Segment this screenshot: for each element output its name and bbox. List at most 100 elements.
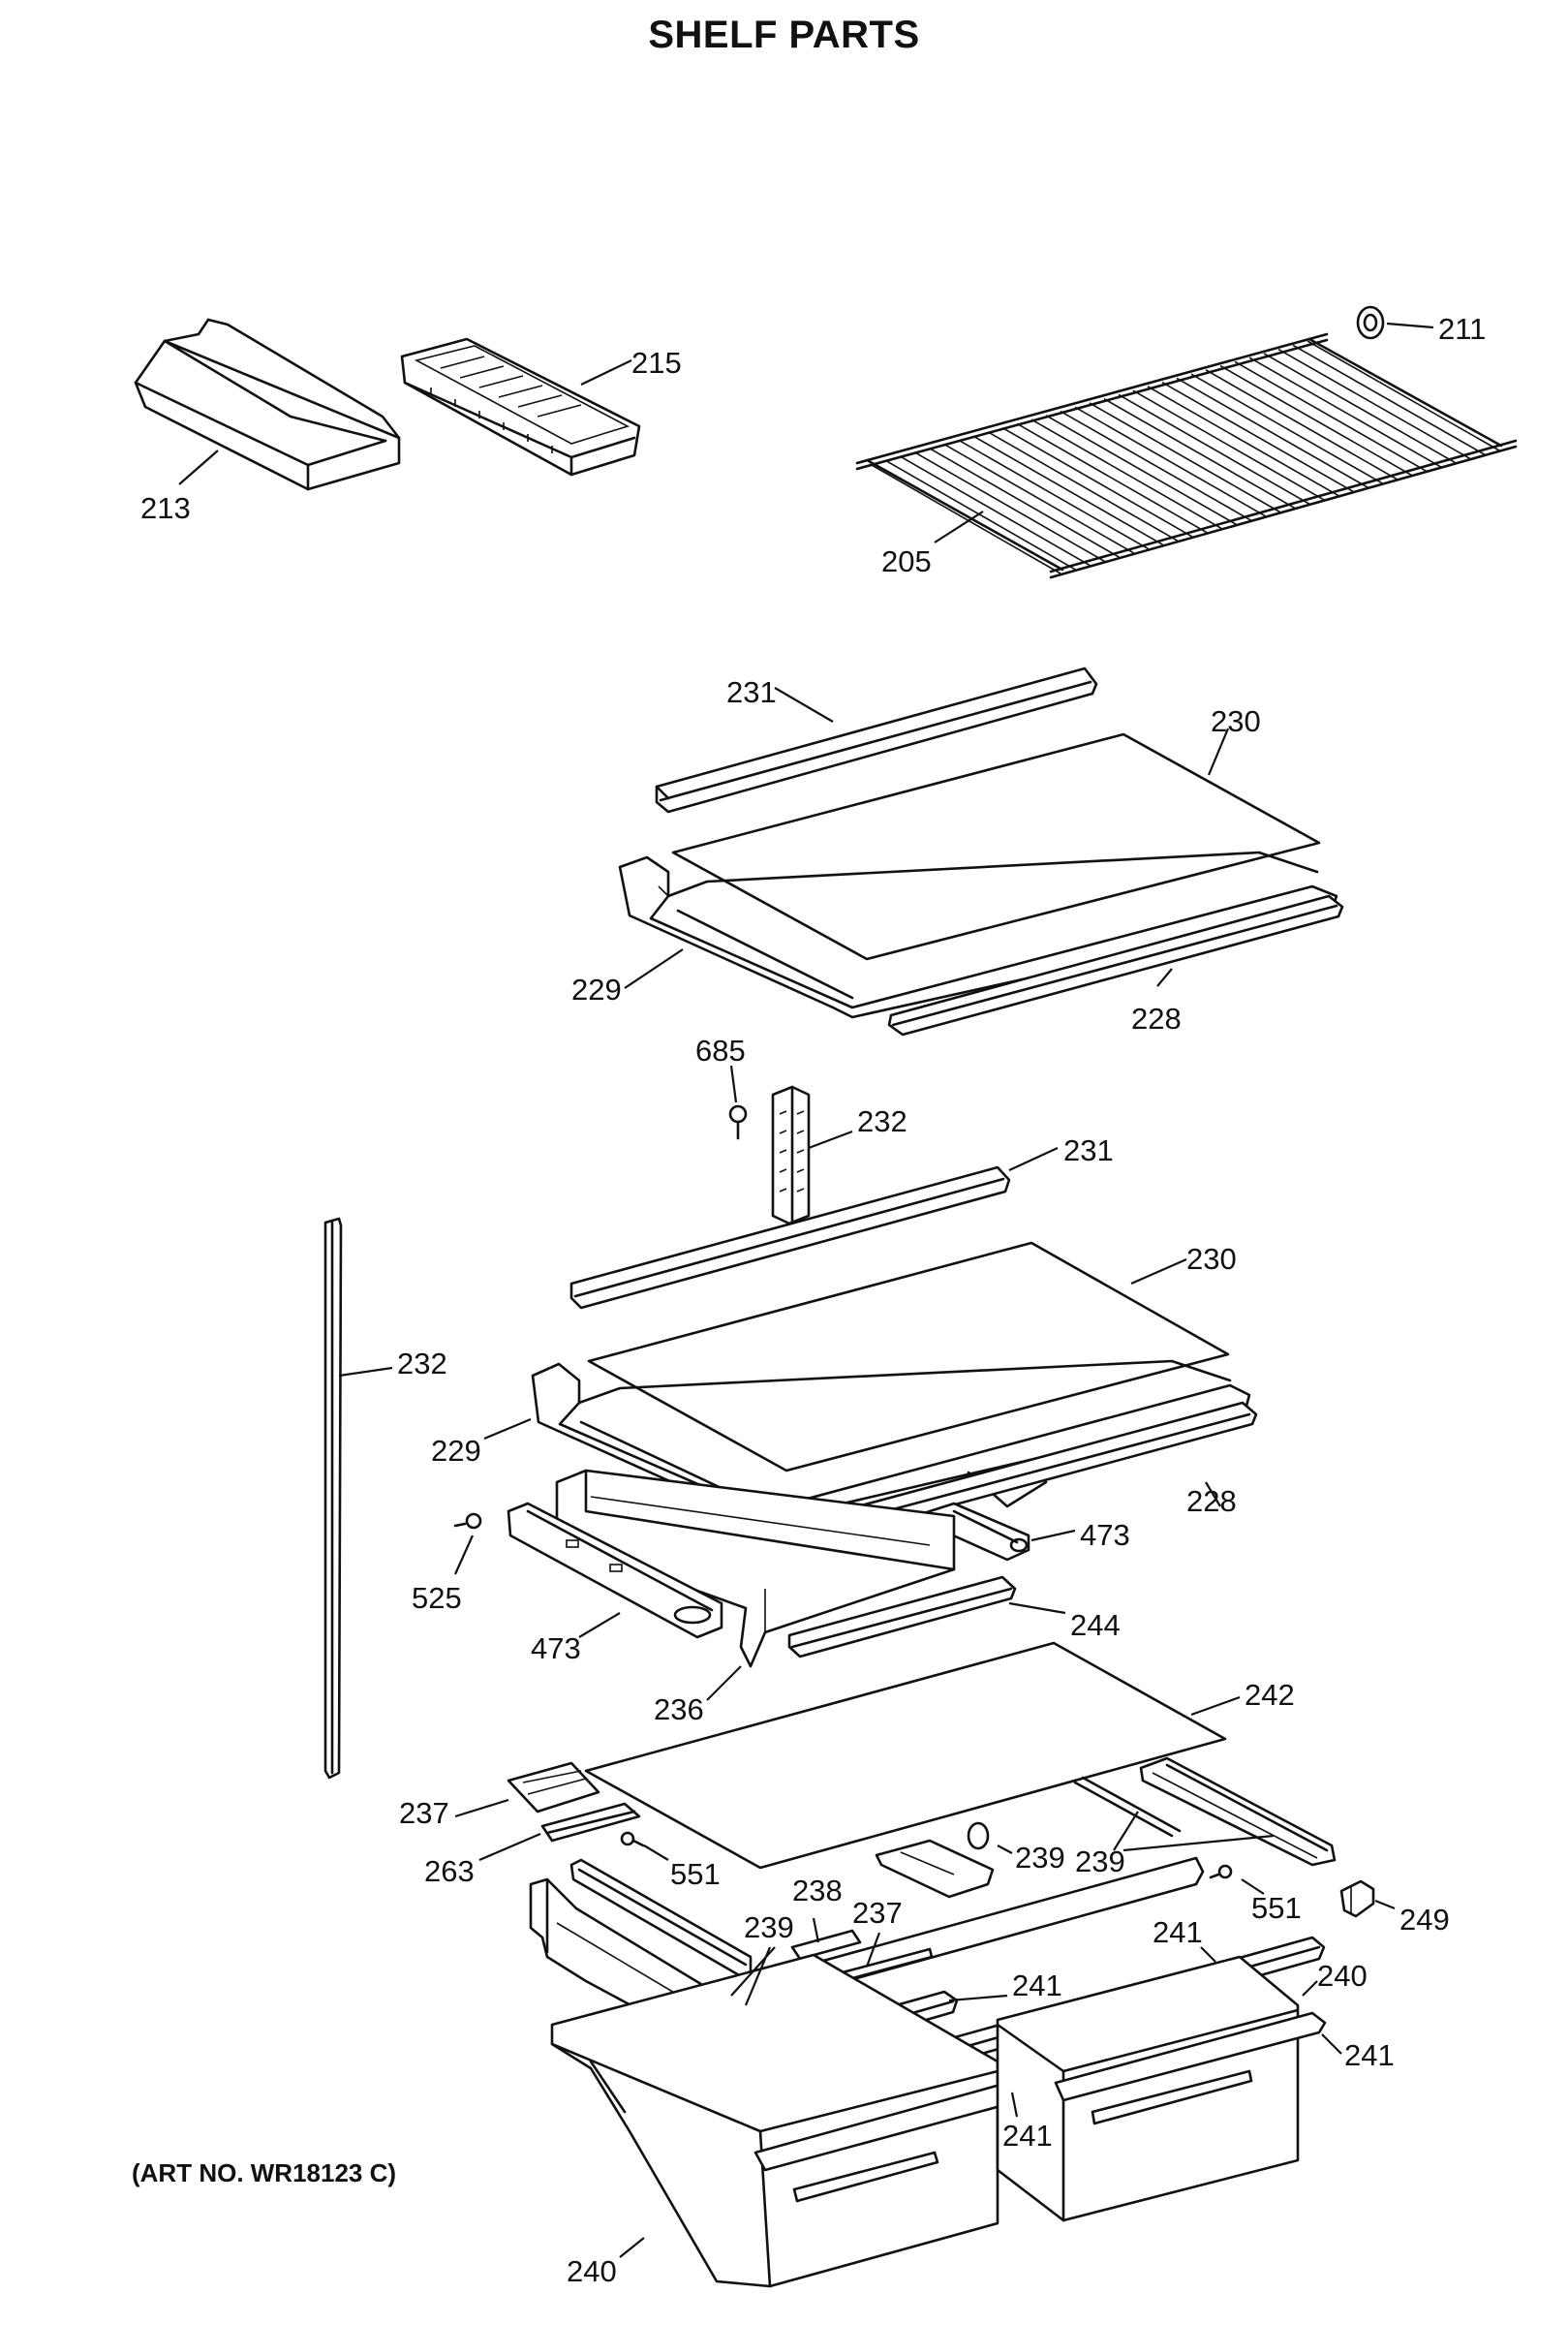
callout-229-middle: 229 <box>431 1434 481 1468</box>
shelf-wire <box>1001 426 1193 538</box>
part-239-center-rail <box>1073 1776 1182 1838</box>
part-230-middle-glass <box>587 1241 1230 1472</box>
part-263-channel <box>540 1802 641 1843</box>
art-number: (ART NO. WR18123 C) <box>132 2158 397 2187</box>
page-title: SHELF PARTS <box>648 14 920 56</box>
callout-232-long: 232 <box>397 1347 447 1380</box>
part-551-left-screw <box>620 1831 645 1847</box>
shelf-wire <box>929 448 1120 558</box>
part-244-rail <box>787 1575 1017 1658</box>
shelf-wire <box>1016 422 1208 534</box>
shelf-wire <box>1147 386 1339 497</box>
shelf-wire <box>885 460 1076 571</box>
callout-241-middle: 241 <box>1012 1968 1062 2002</box>
part-230-upper-glass <box>671 732 1321 961</box>
part-211-nut <box>1356 305 1385 340</box>
callout-labels: 211 215 213 205 231 230 229 228 685 232 … <box>140 312 1486 2288</box>
callout-211: 211 <box>1438 312 1486 346</box>
part-473-left-slide <box>507 1502 723 1639</box>
callout-239-left: 239 <box>744 1910 794 1944</box>
shelf-wire <box>1307 340 1500 451</box>
shelf-wire <box>1219 364 1412 477</box>
shelf-wire <box>900 455 1091 567</box>
shelf-wire <box>943 443 1134 554</box>
callout-551-right: 551 <box>1251 1891 1302 1925</box>
callout-228-upper: 228 <box>1131 1002 1182 1036</box>
shelf-wire <box>1118 393 1310 505</box>
callout-241-upper: 241 <box>1153 1915 1203 1949</box>
callout-685: 685 <box>695 1034 746 1068</box>
callout-240-right: 240 <box>1317 1959 1368 1993</box>
callout-236: 236 <box>654 1692 704 1726</box>
shelf-wire <box>1263 353 1457 464</box>
callout-239-clip: 239 <box>1015 1841 1065 1875</box>
shelf-wire <box>1074 406 1266 517</box>
shelf-wire <box>1234 360 1427 472</box>
callout-240-left: 240 <box>567 2254 617 2288</box>
part-685-screw <box>728 1104 748 1140</box>
part-231-middle-trim <box>569 1165 1011 1310</box>
callout-231-middle: 231 <box>1063 1133 1114 1167</box>
shelf-wire <box>1248 356 1441 468</box>
part-249-bracket <box>1339 1879 1375 1918</box>
callout-230-middle: 230 <box>1186 1242 1237 1276</box>
part-239-clip <box>875 1821 995 1899</box>
callout-241-lower: 241 <box>1002 2119 1053 2153</box>
shelf-wire <box>972 435 1164 546</box>
shelf-wire <box>1161 381 1354 493</box>
part-231-upper-trim <box>655 666 1098 814</box>
callout-242: 242 <box>1245 1678 1295 1712</box>
part-213-door-bin <box>134 318 401 491</box>
shelf-wire <box>1292 344 1486 455</box>
part-238-bar <box>790 1929 862 1961</box>
leader-lines <box>178 322 1434 2258</box>
callout-239-right: 239 <box>1075 1844 1125 1878</box>
callout-249: 249 <box>1399 1903 1450 1937</box>
callout-231-upper: 231 <box>726 675 777 709</box>
shelf-wire <box>1089 402 1280 513</box>
callout-551-left: 551 <box>670 1857 721 1891</box>
shelf-wire <box>1060 410 1251 521</box>
shelf-wire <box>914 451 1105 562</box>
part-237-left-support <box>507 1761 600 1814</box>
part-525-screw <box>453 1512 482 1530</box>
callout-244: 244 <box>1070 1608 1121 1642</box>
callout-473-right: 473 <box>1080 1518 1130 1552</box>
callout-237-front: 237 <box>852 1896 903 1930</box>
shelf-wire <box>1205 369 1398 480</box>
callout-238: 238 <box>792 1874 843 1907</box>
part-228-upper-rail <box>887 894 1344 1037</box>
part-232-short-ladder <box>771 1085 811 1225</box>
shelf-wire <box>1190 373 1383 484</box>
shelf-wire <box>958 439 1149 550</box>
callout-215: 215 <box>631 346 682 380</box>
part-239-right-rail <box>1139 1756 1337 1867</box>
shelf-wire <box>1176 377 1368 488</box>
callout-230-upper: 230 <box>1211 704 1261 738</box>
shelf-wire <box>1132 389 1325 501</box>
shelf-wire <box>1103 398 1295 509</box>
callout-228-middle: 228 <box>1186 1484 1237 1518</box>
callout-241-right: 241 <box>1344 2038 1395 2072</box>
callout-213: 213 <box>140 491 191 525</box>
shelf-wire <box>1045 415 1237 525</box>
part-242-crisper-glass <box>584 1641 1227 1870</box>
shelf-wire <box>987 431 1179 542</box>
part-240-left-drawer <box>550 1953 1027 2288</box>
part-240-right-drawer <box>996 1955 1327 2222</box>
callout-205: 205 <box>881 544 932 578</box>
part-551-right-screw <box>1209 1864 1233 1879</box>
callout-525: 525 <box>412 1581 462 1615</box>
part-215-ice-tray <box>400 337 641 477</box>
shelf-wire <box>1030 418 1222 530</box>
shelf-wire <box>1277 348 1471 460</box>
callout-237-left: 237 <box>399 1796 449 1830</box>
part-232-long-ladder <box>323 1217 343 1780</box>
callout-229-upper: 229 <box>571 973 622 1007</box>
callout-263: 263 <box>424 1854 475 1888</box>
part-205-wire-shelf <box>855 332 1518 579</box>
callout-473-left: 473 <box>531 1631 581 1665</box>
callout-232-short: 232 <box>857 1104 907 1138</box>
